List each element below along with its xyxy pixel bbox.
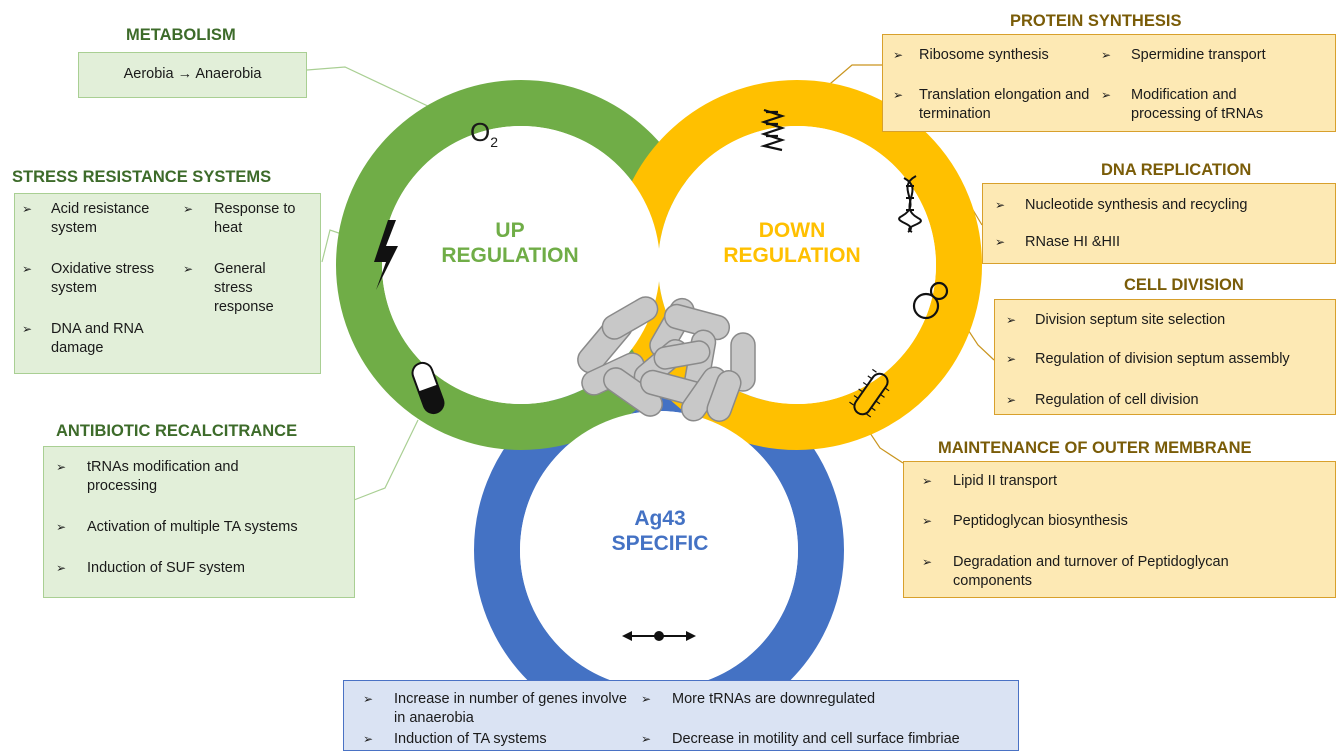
bullet-icon: ➢	[1006, 352, 1017, 366]
membrane-box: ➢ Lipid II transport ➢ Peptidoglycan bio…	[903, 461, 1336, 598]
list-item: Nucleotide synthesis and recycling	[1025, 197, 1248, 213]
bullet-icon: ➢	[995, 235, 1006, 249]
bullet-icon: ➢	[922, 555, 933, 569]
list-item: DNA and RNA damage	[51, 321, 143, 356]
list-item: Lipid II transport	[953, 473, 1057, 489]
metabolism-text: Aerobia → Anaerobia	[123, 66, 262, 82]
list-item: Decrease in motility and cell surface fi…	[672, 731, 960, 747]
list-item: Induction of SUF system	[87, 560, 245, 576]
metabolism-box: Aerobia → Anaerobia	[78, 52, 307, 98]
bullet-icon: ➢	[893, 48, 904, 62]
list-item: General stress response	[214, 261, 274, 315]
list-item: Translation elongation and termination	[919, 87, 1090, 122]
division-title: CELL DIVISION	[1124, 276, 1244, 294]
lightning-icon	[374, 220, 398, 290]
motility-arrow-icon	[622, 631, 696, 641]
bullet-icon: ➢	[641, 692, 652, 706]
division-box: ➢ Division septum site selection ➢ Regul…	[994, 299, 1336, 415]
list-item: Peptidoglycan biosynthesis	[953, 513, 1128, 529]
list-item: Increase in number of genes involve in a…	[394, 691, 627, 726]
antibiotic-title: ANTIBIOTIC RECALCITRANCE	[56, 422, 298, 440]
antibiotic-box: ➢ tRNAs modification and processing ➢ Ac…	[43, 446, 355, 598]
list-item: Oxidative stress system	[51, 261, 155, 296]
list-item: Acid resistance system	[51, 201, 150, 236]
bullet-icon: ➢	[56, 561, 67, 575]
dna-title: DNA REPLICATION	[1101, 161, 1252, 179]
bullet-icon: ➢	[183, 202, 194, 216]
list-item: Induction of TA systems	[394, 731, 547, 747]
bullet-icon: ➢	[1101, 88, 1112, 102]
bullet-icon: ➢	[641, 732, 652, 746]
stress-box: ➢ Acid resistance system ➢ Response to h…	[14, 193, 321, 374]
membrane-title: MAINTENANCE OF OUTER MEMBRANE	[938, 439, 1252, 457]
oxygen-icon: O2	[470, 117, 499, 151]
bullet-icon: ➢	[183, 262, 194, 276]
protein-box: ➢ Ribosome synthesis ➢ Spermidine transp…	[882, 34, 1336, 132]
protein-helix-icon	[759, 108, 786, 152]
stress-title: STRESS RESISTANCE SYSTEMS	[12, 168, 272, 186]
specific-box: ➢ Increase in number of genes involve in…	[343, 680, 1019, 751]
bullet-icon: ➢	[922, 514, 933, 528]
bacterium-icon	[849, 368, 890, 418]
bullet-icon: ➢	[995, 198, 1006, 212]
list-item: Regulation of division septum assembly	[1035, 351, 1290, 367]
dna-box: ➢ Nucleotide synthesis and recycling ➢ R…	[982, 183, 1336, 264]
list-item: Response to heat	[214, 201, 296, 236]
list-item: More tRNAs are downregulated	[672, 691, 876, 707]
bullet-icon: ➢	[1101, 48, 1112, 62]
list-item: Ribosome synthesis	[919, 47, 1049, 63]
list-item: Modification and processing of tRNAs	[1131, 87, 1264, 122]
list-item: RNase HI &HII	[1025, 234, 1121, 250]
list-item: Regulation of cell division	[1035, 392, 1199, 408]
bullet-icon: ➢	[56, 520, 67, 534]
metabolism-title: METABOLISM	[126, 26, 236, 44]
dna-icon	[898, 175, 922, 233]
bullet-icon: ➢	[22, 202, 33, 216]
dividing-cell-icon	[912, 281, 949, 320]
protein-title: PROTEIN SYNTHESIS	[1010, 12, 1182, 30]
bullet-icon: ➢	[22, 322, 33, 336]
bullet-icon: ➢	[22, 262, 33, 276]
list-item: Degradation and turnover of Peptidoglyca…	[953, 554, 1229, 589]
bullet-icon: ➢	[922, 474, 933, 488]
bullet-icon: ➢	[56, 460, 67, 474]
bullet-icon: ➢	[1006, 313, 1017, 327]
bullet-icon: ➢	[893, 88, 904, 102]
bacteria-cluster-icon	[577, 296, 756, 422]
list-item: Activation of multiple TA systems	[87, 519, 298, 535]
bullet-icon: ➢	[363, 692, 374, 706]
bullet-icon: ➢	[1006, 393, 1017, 407]
bullet-icon: ➢	[363, 732, 374, 746]
list-item: tRNAs modification and processing	[87, 459, 239, 494]
antibiotic-connector	[353, 419, 419, 501]
list-item: Division septum site selection	[1035, 312, 1226, 328]
list-item: Spermidine transport	[1131, 47, 1266, 63]
capsule-icon	[411, 361, 445, 415]
